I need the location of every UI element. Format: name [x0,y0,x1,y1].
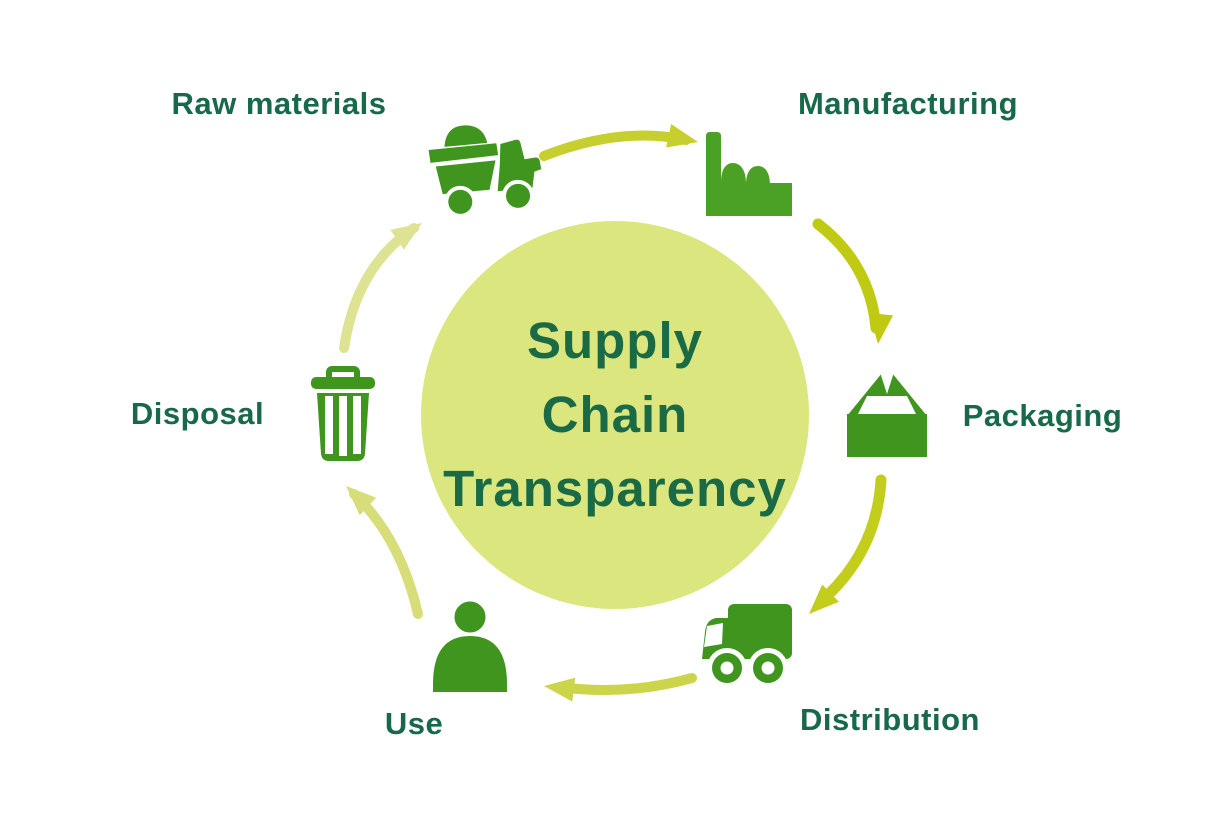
diagram-title-line-3: Transparency [443,460,787,517]
arrow-disposal-to-raw-materials [339,223,422,353]
package-box-icon [847,366,927,457]
arrow-packaging-to-distribution [809,474,887,614]
dump-truck-icon [428,125,542,218]
arrow-use-to-disposal [346,486,423,619]
disposal-label: Disposal [130,396,265,431]
trash-can-icon [311,366,375,461]
person-icon [433,598,507,692]
diagram-title-line-1: Supply [526,312,703,369]
center-circle: Supply Chain Transparency [421,221,809,609]
use-label: Use [384,706,444,741]
arrow-distribution-to-use [544,673,697,702]
diagram-title-line-2: Chain [541,386,689,443]
arrow-manufacturing-to-packaging [812,218,894,344]
packaging-label: Packaging [962,398,1123,433]
manufacturing-label: Manufacturing [797,86,1019,121]
raw-materials-label: Raw materials [171,86,387,121]
distribution-label: Distribution [800,702,980,737]
arrow-raw-materials-to-manufacturing [539,124,698,161]
factory-icon [706,132,792,216]
delivery-truck-icon [702,604,792,688]
